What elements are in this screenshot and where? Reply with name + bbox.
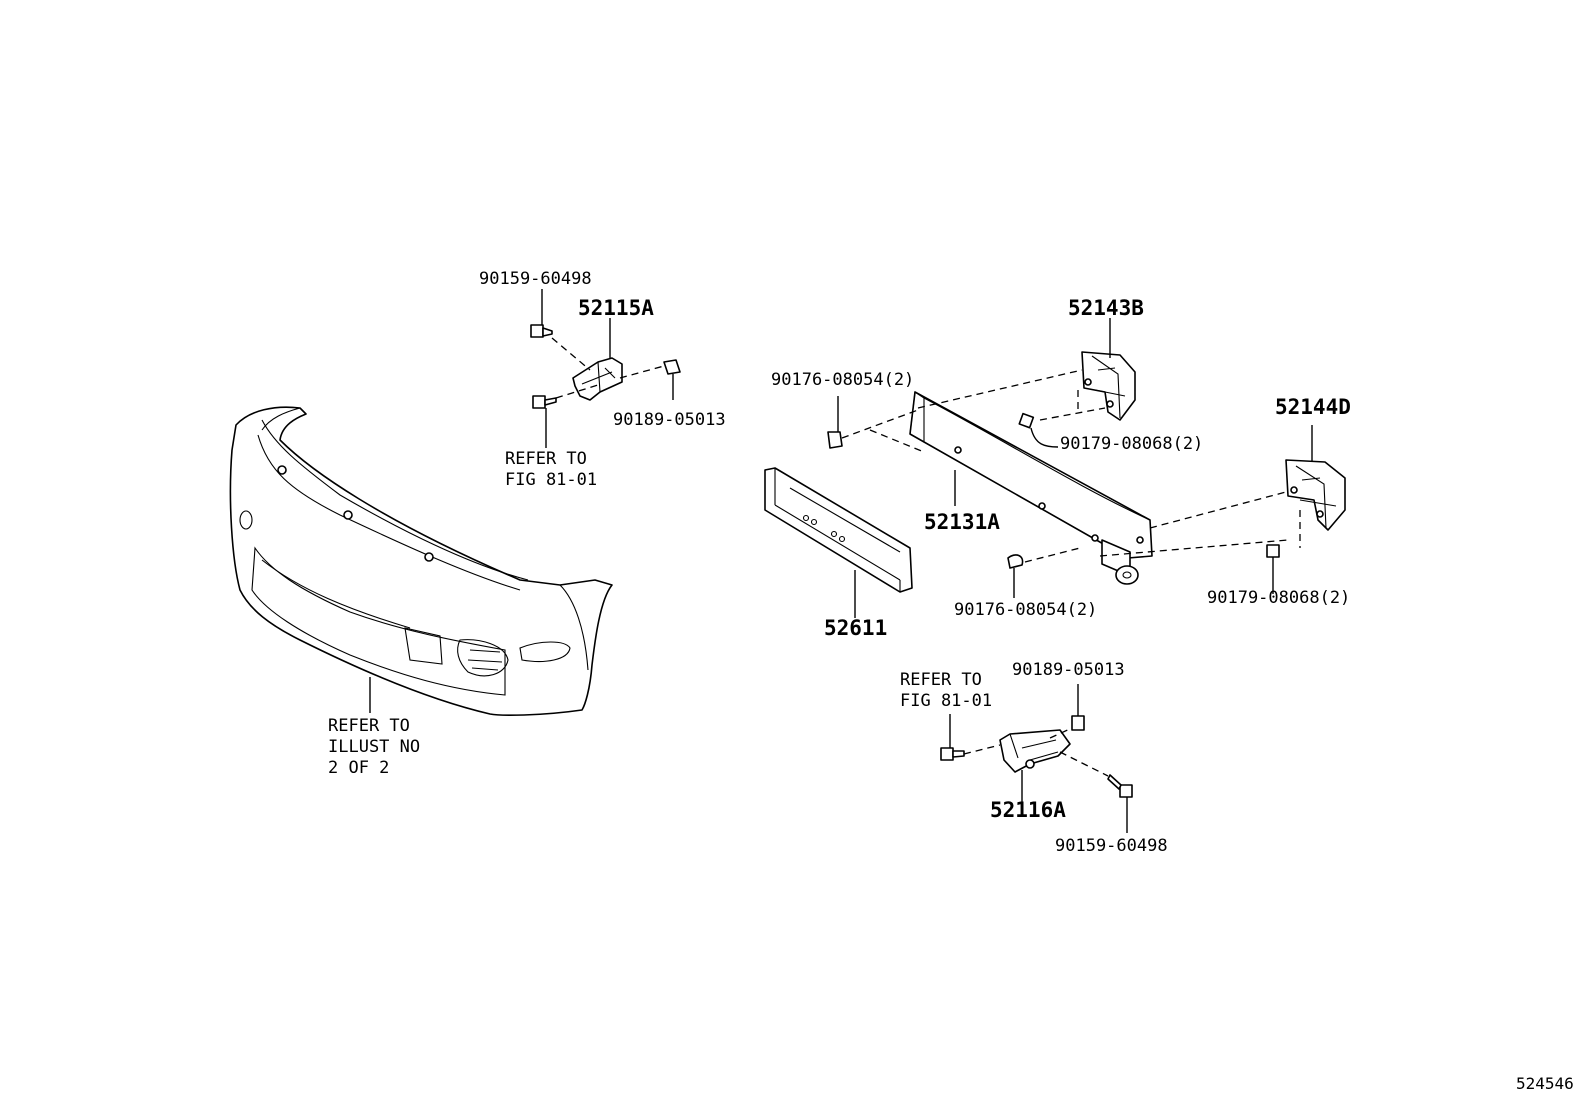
label-90176-08054-bottom: 90176-08054(2) bbox=[954, 600, 1098, 620]
label-refer-illust: REFER TO ILLUST NO 2 OF 2 bbox=[328, 716, 421, 778]
bracket-52143B[interactable] bbox=[1081, 351, 1136, 421]
absorber-52611[interactable] bbox=[764, 467, 913, 593]
nut-90179-08068-mid[interactable] bbox=[1018, 412, 1035, 429]
front-bumper-cover[interactable] bbox=[229, 406, 613, 716]
bracket-52115A[interactable] bbox=[572, 357, 623, 401]
bolt-refer-fig-bottom[interactable] bbox=[940, 747, 965, 761]
bracket-52116A[interactable] bbox=[999, 729, 1071, 773]
label-90179-08068-mid: 90179-08068(2) bbox=[1060, 434, 1204, 454]
bolt-90159-60498-top[interactable] bbox=[530, 324, 553, 338]
label-90159-60498-bottom: 90159-60498 bbox=[1055, 836, 1168, 856]
bracket-52144D[interactable] bbox=[1285, 459, 1346, 531]
label-52611: 52611 bbox=[824, 616, 888, 640]
label-90189-05013-bottom: 90189-05013 bbox=[1012, 660, 1125, 680]
nut-90189-05013-bottom[interactable] bbox=[1071, 715, 1085, 731]
bolt-90159-60498-bottom[interactable] bbox=[1107, 774, 1133, 798]
label-90189-05013-top: 90189-05013 bbox=[613, 410, 726, 430]
label-refer-fig-bottom: REFER TO FIG 81-01 bbox=[900, 670, 993, 711]
clip-90176-08054-top[interactable] bbox=[827, 431, 843, 449]
label-52115A: 52115A bbox=[578, 296, 654, 320]
label-52143B: 52143B bbox=[1068, 296, 1144, 320]
label-52131A: 52131A bbox=[924, 510, 1000, 534]
label-90176-08054-top: 90176-08054(2) bbox=[771, 370, 915, 390]
label-52116A: 52116A bbox=[990, 798, 1066, 822]
reinforcement-52131A[interactable] bbox=[909, 391, 1153, 585]
label-90179-08068-right: 90179-08068(2) bbox=[1207, 588, 1351, 608]
bolt-refer-fig-top[interactable] bbox=[532, 395, 557, 409]
label-52144D: 52144D bbox=[1275, 395, 1351, 419]
figure-number: 524546 bbox=[1516, 1074, 1574, 1093]
nut-90189-05013-top[interactable] bbox=[663, 359, 681, 375]
clip-90176-08054-bottom[interactable] bbox=[1007, 554, 1024, 569]
nut-90179-08068-right[interactable] bbox=[1266, 544, 1280, 558]
label-refer-fig-top: REFER TO FIG 81-01 bbox=[505, 449, 598, 490]
label-90159-60498-top: 90159-60498 bbox=[479, 269, 592, 289]
